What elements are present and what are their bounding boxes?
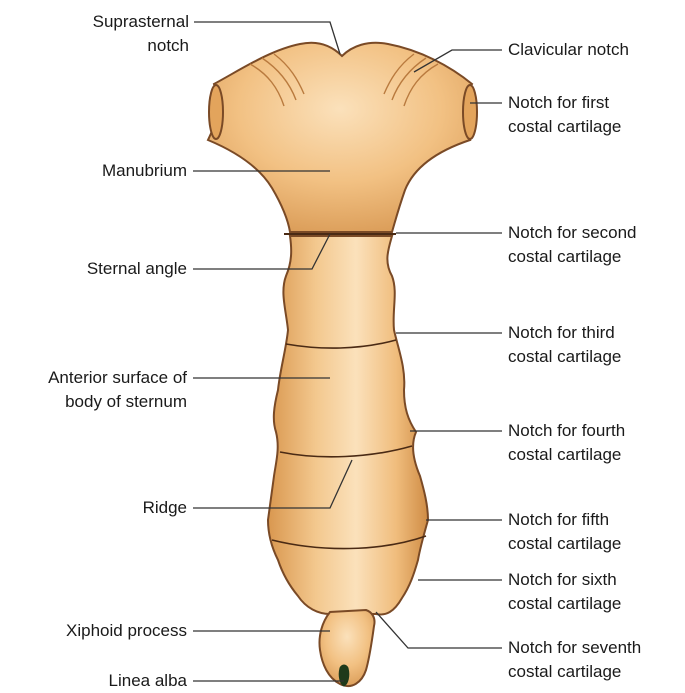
label-notch-fifth: Notch for fifth costal cartilage <box>508 508 621 556</box>
label-notch-seventh-line2: costal cartilage <box>508 660 641 684</box>
label-suprasternal-notch-line1: Suprasternal <box>93 10 189 34</box>
label-notch-first: Notch for first costal cartilage <box>508 91 621 139</box>
label-anterior-surface: Anterior surface of body of sternum <box>48 366 187 414</box>
first-costal-notch-right <box>463 85 477 139</box>
label-suprasternal-notch-line2: notch <box>93 34 189 58</box>
label-notch-fourth-line2: costal cartilage <box>508 443 625 467</box>
label-notch-first-line1: Notch for first <box>508 91 621 115</box>
label-notch-third-line2: costal cartilage <box>508 345 621 369</box>
label-anterior-surface-line1: Anterior surface of <box>48 366 187 390</box>
label-linea-alba: Linea alba <box>109 669 187 693</box>
label-notch-second-line1: Notch for second <box>508 221 637 245</box>
label-notch-sixth: Notch for sixth costal cartilage <box>508 568 621 616</box>
sternum-body-shape <box>268 236 428 614</box>
label-ridge-text: Ridge <box>143 496 187 520</box>
label-notch-sixth-line2: costal cartilage <box>508 592 621 616</box>
label-notch-second-line2: costal cartilage <box>508 245 637 269</box>
label-notch-third-line1: Notch for third <box>508 321 621 345</box>
label-notch-third: Notch for third costal cartilage <box>508 321 621 369</box>
leader-seventh <box>376 612 502 648</box>
label-anterior-surface-line2: body of sternum <box>48 390 187 414</box>
label-clavicular-notch-text: Clavicular notch <box>508 38 629 62</box>
label-notch-fourth-line1: Notch for fourth <box>508 419 625 443</box>
label-xiphoid-process: Xiphoid process <box>66 619 187 643</box>
label-notch-fourth: Notch for fourth costal cartilage <box>508 419 625 467</box>
label-manubrium: Manubrium <box>102 159 187 183</box>
linea-alba-mark <box>339 665 349 686</box>
label-xiphoid-process-text: Xiphoid process <box>66 619 187 643</box>
manubrium-shape <box>208 43 472 232</box>
label-sternal-angle-text: Sternal angle <box>87 257 187 281</box>
label-notch-fifth-line1: Notch for fifth <box>508 508 621 532</box>
label-linea-alba-text: Linea alba <box>109 669 187 693</box>
label-suprasternal-notch: Suprasternal notch <box>93 10 189 58</box>
label-clavicular-notch: Clavicular notch <box>508 38 629 62</box>
label-sternal-angle: Sternal angle <box>87 257 187 281</box>
label-notch-first-line2: costal cartilage <box>508 115 621 139</box>
label-notch-fifth-line2: costal cartilage <box>508 532 621 556</box>
label-ridge: Ridge <box>143 496 187 520</box>
label-notch-seventh-line1: Notch for seventh <box>508 636 641 660</box>
first-costal-notch-left <box>209 85 223 139</box>
label-notch-seventh: Notch for seventh costal cartilage <box>508 636 641 684</box>
label-notch-second: Notch for second costal cartilage <box>508 221 637 269</box>
label-manubrium-text: Manubrium <box>102 159 187 183</box>
label-notch-sixth-line1: Notch for sixth <box>508 568 621 592</box>
